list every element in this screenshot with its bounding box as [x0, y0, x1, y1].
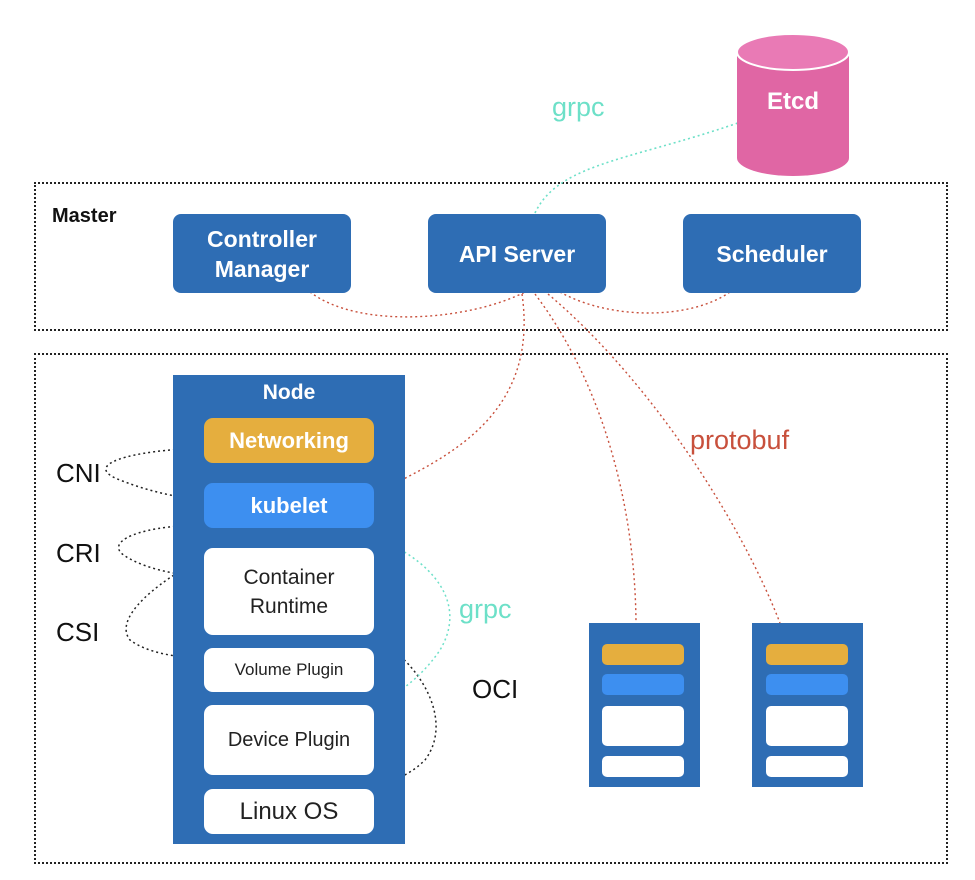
mini-node-2-networking: [602, 644, 684, 665]
protobuf-label: protobuf: [690, 425, 790, 455]
grpc-label-top: grpc: [552, 92, 605, 122]
networking-box[interactable]: Networking: [204, 418, 374, 463]
volume-plugin-box[interactable]: Volume Plugin: [204, 648, 374, 692]
scheduler-label: Scheduler: [716, 240, 828, 267]
device-plugin-label: Device Plugin: [227, 728, 351, 751]
grpc-etcd-line: [534, 114, 761, 214]
node-title: Node: [262, 381, 316, 404]
linux-os-box[interactable]: Linux OS: [204, 789, 374, 834]
volume-plugin-label: Volume Plugin: [234, 660, 344, 679]
mini-node-3-runtime: [766, 706, 848, 746]
device-plugin-box[interactable]: Device Plugin: [204, 705, 374, 775]
api-scheduler-line: [559, 291, 731, 314]
nodes-frame: [34, 353, 948, 864]
mini-node-3-kubelet: [766, 674, 848, 695]
kubelet-box[interactable]: kubelet: [204, 483, 374, 528]
mini-node-3-os: [766, 756, 848, 777]
etcd-label: Etcd: [766, 88, 819, 115]
mini-node-2-os: [602, 756, 684, 777]
master-title: Master: [52, 205, 117, 227]
container-runtime-label: Container Runtime: [243, 565, 335, 618]
cri-label: CRI: [56, 538, 101, 568]
api-node3-line: [547, 293, 781, 624]
oci-label: OCI: [472, 674, 519, 704]
csi-label: CSI: [56, 617, 100, 647]
mini-node-2-runtime: [602, 706, 684, 746]
linux-os-label: Linux OS: [239, 797, 339, 825]
grpc-device-line: [339, 524, 451, 708]
api-node2-line: [534, 293, 637, 624]
mini-node-3-networking: [766, 644, 848, 665]
api-server-label: API Server: [458, 240, 576, 267]
mini-node-2-kubelet: [602, 674, 684, 695]
scheduler-box[interactable]: Scheduler: [683, 214, 861, 293]
container-runtime-box[interactable]: Container Runtime: [204, 548, 374, 635]
controller-api-line: [309, 291, 526, 318]
controller-manager-box[interactable]: Controller Manager: [173, 214, 351, 293]
master-frame: [34, 182, 948, 331]
kubelet-label: kubelet: [250, 492, 328, 518]
api-server-box[interactable]: API Server: [428, 214, 606, 293]
cni-label: CNI: [56, 458, 101, 488]
networking-label: Networking: [229, 427, 349, 453]
grpc-label-mid: grpc: [459, 594, 512, 624]
controller-manager-label: Controller Manager: [207, 225, 317, 282]
oci-loop: [359, 632, 437, 791]
